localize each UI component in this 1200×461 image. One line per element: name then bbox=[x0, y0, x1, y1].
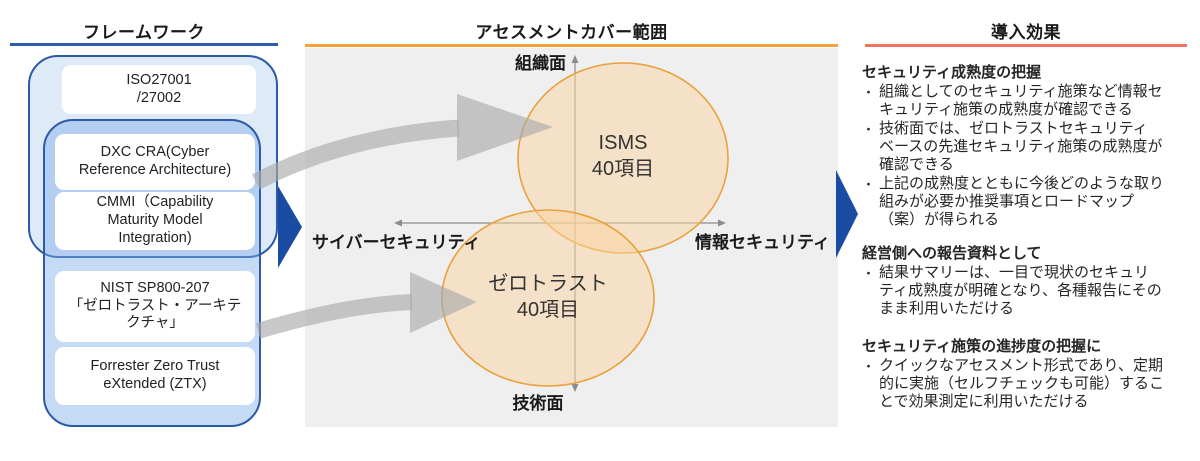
framework-item-cmmi: CMMI（Capability Maturity Model Integrati… bbox=[55, 192, 255, 250]
flow-chevron-right-icon bbox=[836, 170, 858, 258]
framework-item-label: DXC CRA(Cyber Reference Architecture) bbox=[78, 144, 232, 178]
framework-item-dxc-cra: DXC CRA(Cyber Reference Architecture) bbox=[55, 134, 255, 190]
isms-circle-label: ISMS 40項目 bbox=[591, 132, 655, 180]
framework-title: フレームワーク bbox=[83, 23, 205, 42]
list-item: ・ 結果サマリーは、一目で現状のセキュリ ティ成熟度が明確となり、各種報告にその… bbox=[862, 264, 1162, 317]
axis-label-cybersecurity: サイバーセキュリティ bbox=[312, 233, 481, 252]
framework-item-label: ISO27001 /27002 bbox=[126, 71, 192, 106]
framework-title-underline bbox=[10, 43, 278, 46]
framework-item-label: NIST SP800-207 「ゼロトラスト・アーキテ クチャ」 bbox=[68, 279, 242, 332]
bullet-dot-icon: ・ bbox=[862, 85, 876, 100]
section-heading: セキュリティ成熟度の把握 bbox=[862, 64, 1042, 81]
section-heading: セキュリティ施策の進捗度の把握に bbox=[862, 338, 1102, 355]
bullet-dot-icon: ・ bbox=[862, 359, 876, 374]
list-item: ・ 技術面では、ゼロトラストセキュリティ ベースの先進セキュリティ施策の成熟度が… bbox=[862, 120, 1163, 173]
framework-item-nist-sp800-207: NIST SP800-207 「ゼロトラスト・アーキテ クチャ」 bbox=[55, 271, 255, 342]
framework-item-label: CMMI（Capability Maturity Model Integrati… bbox=[96, 194, 214, 246]
axis-label-infosecurity: 情報セキュリティ bbox=[695, 233, 830, 252]
flow-chevron-left-icon bbox=[278, 186, 302, 268]
framework-item-iso27001: ISO27001 /27002 bbox=[62, 65, 256, 114]
effects-section-reporting: 経営側への報告資料として ・ 結果サマリーは、一目で現状のセキュリ ティ成熟度が… bbox=[862, 245, 1194, 318]
assessment-title-underline bbox=[305, 44, 838, 47]
list-item: ・ 上記の成熟度とともに今後どのような取り 組みが必要か推奨事項とロードマップ … bbox=[862, 175, 1165, 228]
bullet-dot-icon: ・ bbox=[862, 266, 876, 281]
framework-item-label: Forrester Zero Trust eXtended (ZTX) bbox=[90, 358, 220, 392]
bullet-dot-icon: ・ bbox=[862, 177, 876, 192]
zerotrust-circle-label: ゼロトラスト 40項目 bbox=[488, 273, 608, 321]
effects-column: セキュリティ成熟度の把握 ・ 組織としてのセキュリティ施策など情報セ キュリティ… bbox=[862, 64, 1194, 411]
effects-section-maturity: セキュリティ成熟度の把握 ・ 組織としてのセキュリティ施策など情報セ キュリティ… bbox=[862, 64, 1194, 229]
effects-title: 導入効果 bbox=[991, 23, 1061, 42]
effects-title-underline bbox=[865, 44, 1187, 47]
list-item: ・ 組織としてのセキュリティ施策など情報セ キュリティ施策の成熟度が確認できる bbox=[862, 83, 1163, 118]
axis-label-organization: 組織面 bbox=[515, 54, 566, 73]
effects-section-progress: セキュリティ施策の進捗度の把握に ・ クイックなアセスメント形式であり、定期 的… bbox=[862, 338, 1194, 411]
axis-label-technology: 技術面 bbox=[512, 394, 564, 413]
framework-item-forrester-ztx: Forrester Zero Trust eXtended (ZTX) bbox=[55, 347, 255, 405]
section-heading: 経営側への報告資料として bbox=[862, 245, 1042, 262]
list-item: ・ クイックなアセスメント形式であり、定期 的に実施（セルフチェックも可能）する… bbox=[862, 357, 1165, 410]
bullet-dot-icon: ・ bbox=[862, 122, 876, 137]
assessment-title: アセスメントカバー範囲 bbox=[475, 23, 668, 42]
